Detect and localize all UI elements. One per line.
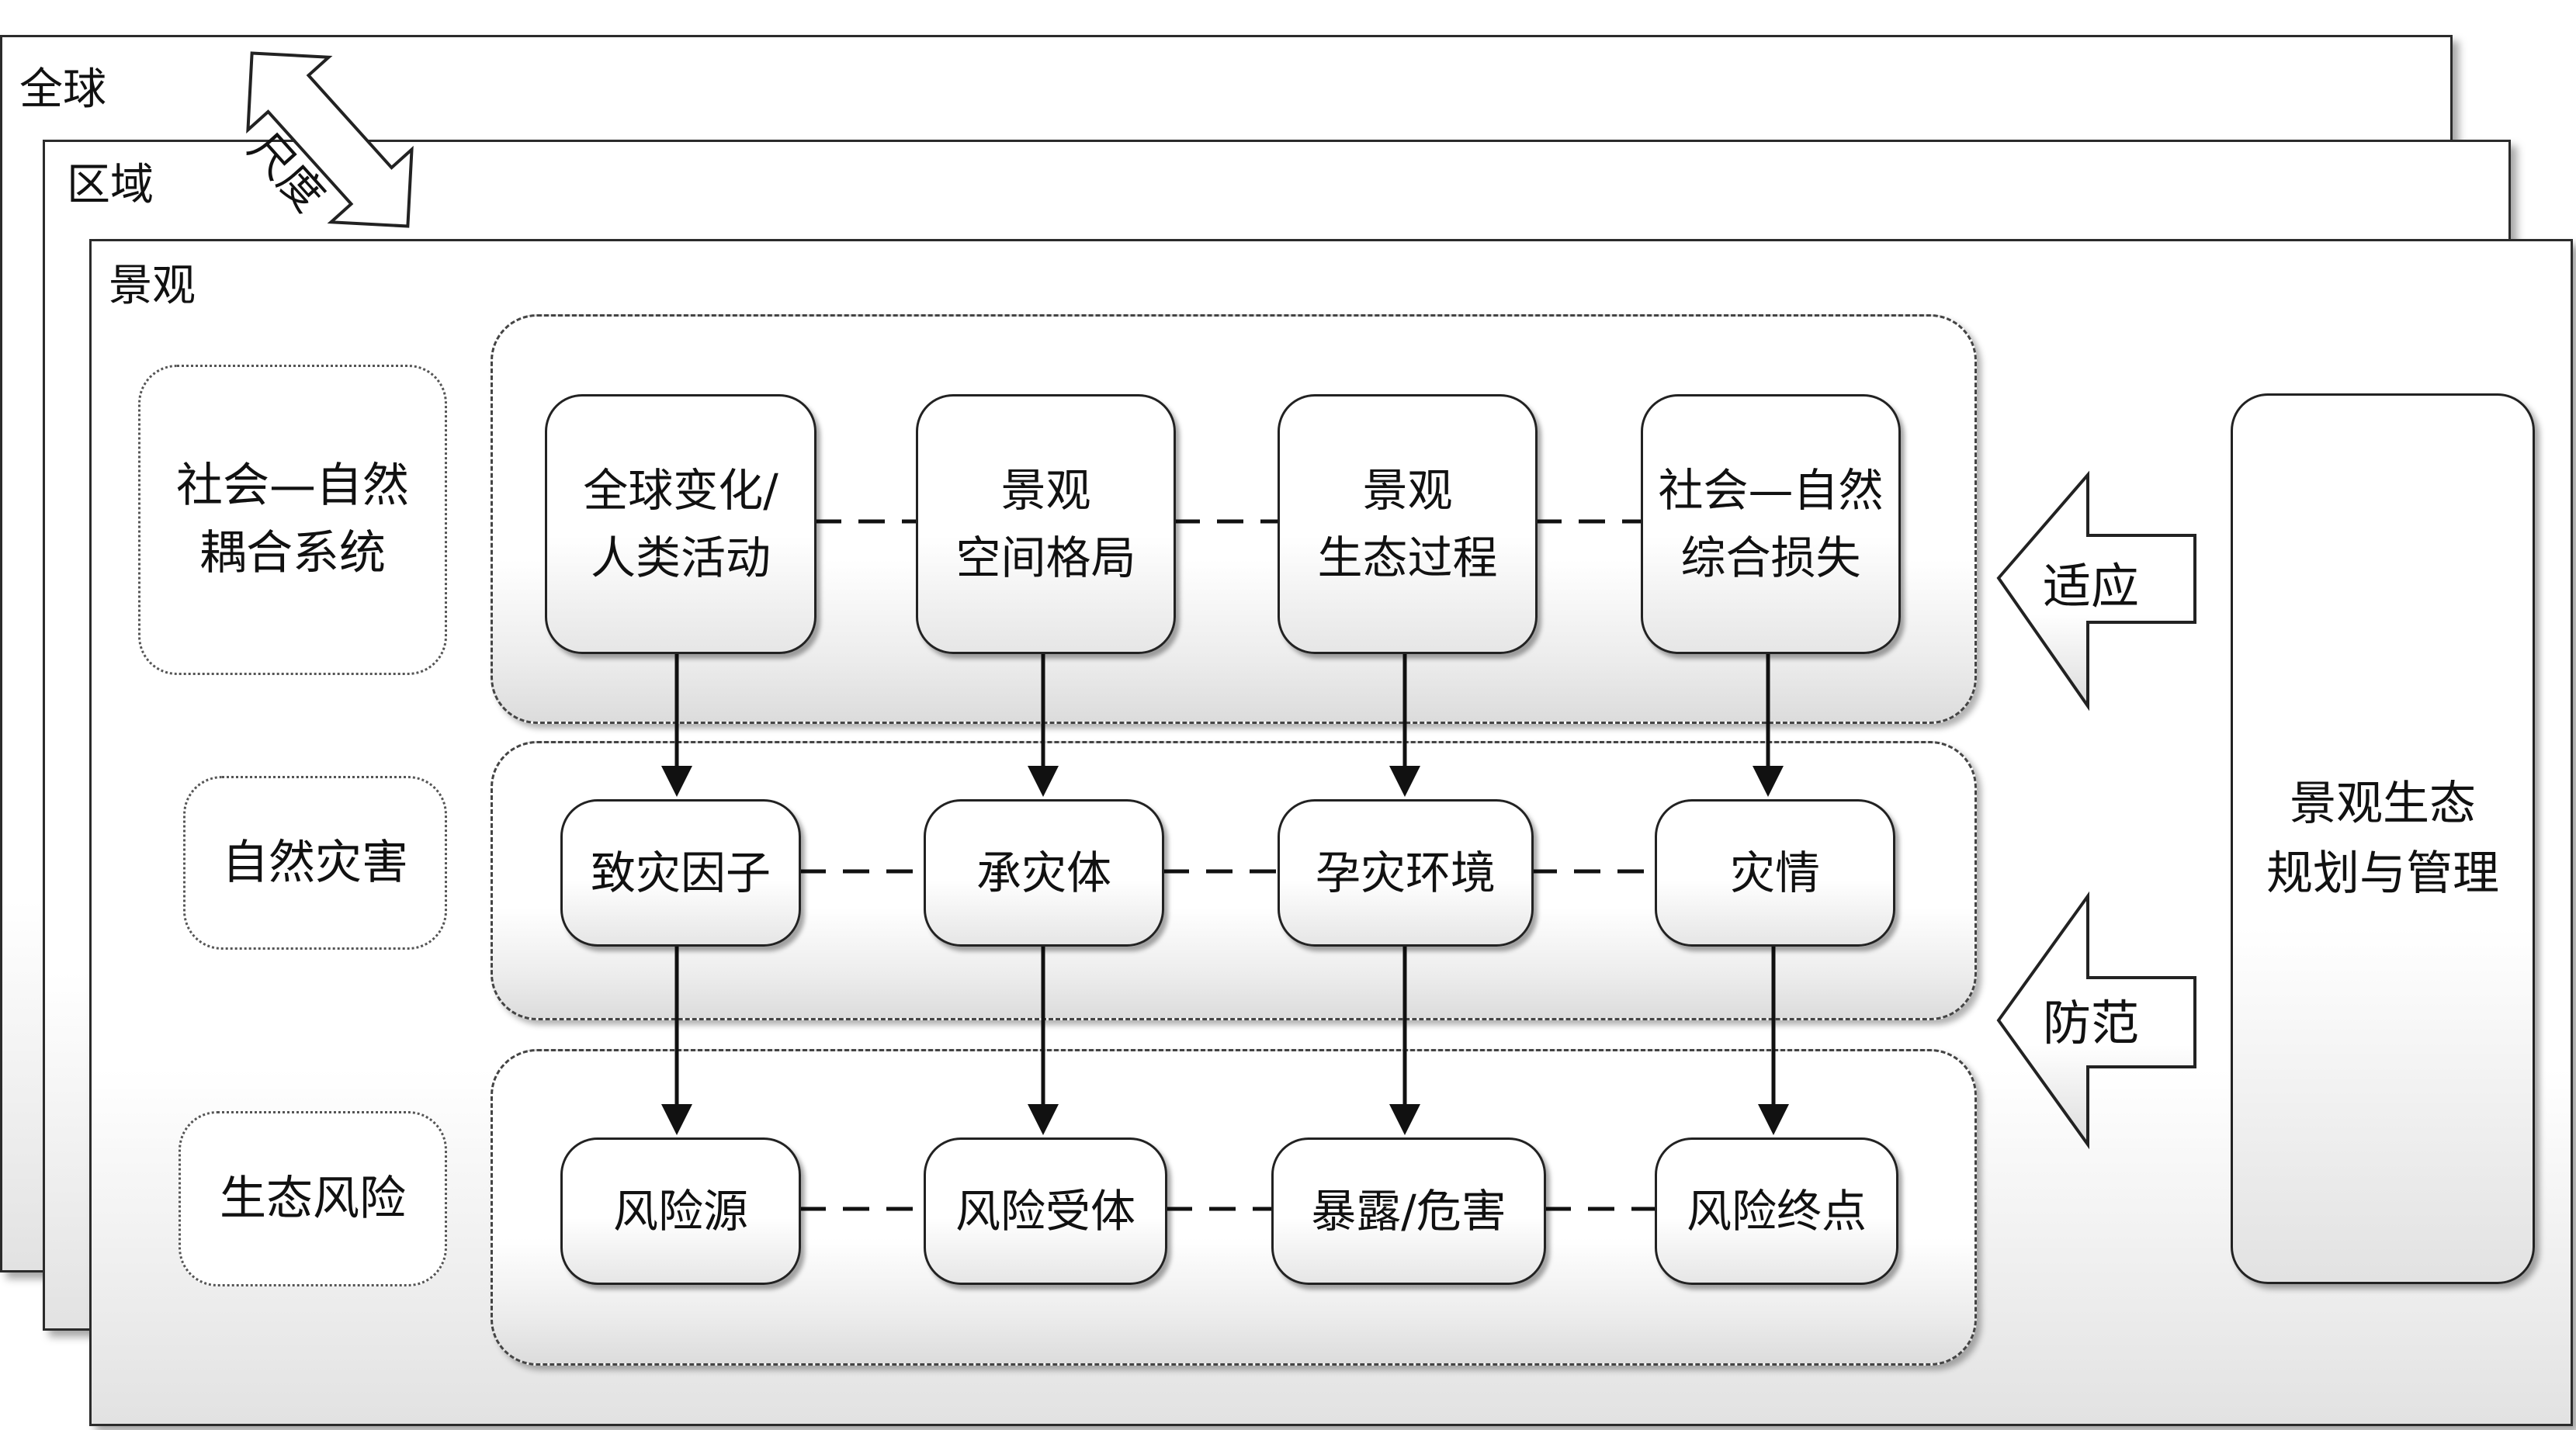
label-ecological-risk: 生态风险: [179, 1111, 447, 1286]
node-hazard-environment: 孕灾环境: [1278, 799, 1534, 947]
node-landscape-pattern-text: 景观 空间格局: [955, 463, 1136, 584]
adapt-arrow-label: 适应: [2043, 558, 2140, 615]
node-risk-endpoint-text: 风险终点: [1686, 1184, 1867, 1238]
node-comprehensive-loss-text: 社会—自然 综合损失: [1658, 463, 1884, 584]
node-disaster-situation-text: 灾情: [1729, 846, 1820, 899]
node-risk-source: 风险源: [560, 1137, 801, 1285]
node-risk-receptor-text: 风险受体: [955, 1184, 1135, 1238]
prevent-arrow: [1996, 891, 2196, 1150]
adapt-arrow: [1996, 470, 2196, 712]
label-ecological-risk-text: 生态风险: [213, 1157, 412, 1241]
node-hazard-bearing-body-text: 承灾体: [976, 846, 1111, 899]
node-global-change: 全球变化/ 人类活动: [545, 394, 816, 654]
node-landscape-process-text: 景观 生态过程: [1317, 463, 1498, 584]
label-natural-hazard-text: 自然灾害: [222, 835, 408, 890]
management-box-text: 景观生态 规划与管理: [2266, 777, 2499, 901]
layer-regional-title: 区域: [67, 160, 154, 210]
layer-global-title: 全球: [19, 64, 106, 115]
node-hazard-bearing-body: 承灾体: [924, 799, 1164, 947]
node-landscape-pattern: 景观 空间格局: [916, 394, 1176, 654]
prevent-arrow-label: 防范: [2043, 995, 2140, 1051]
scale-double-arrow: [246, 51, 414, 228]
node-global-change-text: 全球变化/ 人类活动: [583, 463, 778, 584]
node-risk-source-text: 风险源: [612, 1184, 748, 1238]
label-natural-hazard: 自然灾害: [183, 776, 447, 950]
label-coupled-system: 社会—自然 耦合系统: [138, 365, 447, 675]
node-hazard-factor: 致灾因子: [560, 799, 801, 947]
node-landscape-process: 景观 生态过程: [1278, 394, 1538, 654]
node-risk-endpoint: 风险终点: [1655, 1137, 1898, 1285]
management-box: 景观生态 规划与管理: [2231, 393, 2535, 1284]
node-risk-receptor: 风险受体: [924, 1137, 1167, 1285]
node-hazard-factor-text: 致灾因子: [590, 846, 771, 899]
node-disaster-situation: 灾情: [1655, 799, 1895, 947]
node-exposure-hazard: 暴露/危害: [1271, 1137, 1546, 1285]
label-coupled-system-text: 社会—自然 耦合系统: [176, 459, 409, 580]
layer-landscape-title: 景观: [109, 261, 196, 311]
node-exposure-hazard-text: 暴露/危害: [1311, 1184, 1506, 1238]
node-comprehensive-loss: 社会—自然 综合损失: [1641, 394, 1901, 654]
vertical-arrows: [661, 652, 1789, 1135]
node-hazard-environment-text: 孕灾环境: [1315, 846, 1496, 899]
